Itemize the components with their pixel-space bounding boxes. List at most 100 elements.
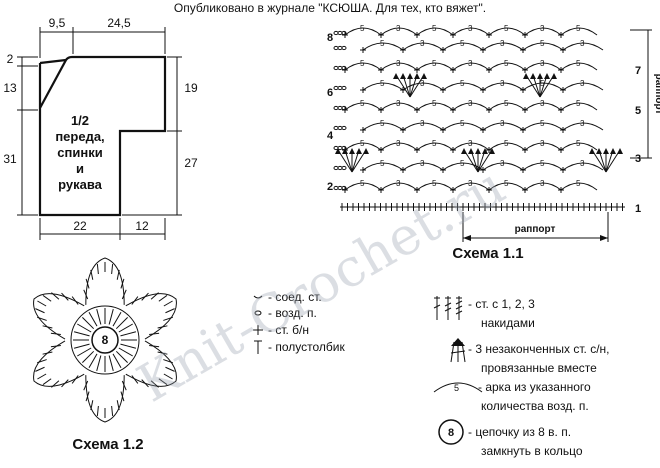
svg-text:5: 5: [460, 159, 465, 168]
svg-text:3: 3: [396, 59, 401, 68]
svg-text:3: 3: [468, 99, 473, 108]
sc-icon: [253, 325, 263, 335]
svg-text:5: 5: [576, 179, 581, 188]
row-number-3: 3: [635, 153, 641, 165]
svg-text:5: 5: [504, 24, 509, 33]
svg-text:3: 3: [468, 59, 473, 68]
arc-icon: 5: [433, 382, 483, 393]
svg-text:5: 5: [380, 159, 385, 168]
cluster-icon: [450, 338, 466, 363]
legend-arc-2: количества возд. п.: [481, 399, 589, 413]
piece-label-1: 1/2: [71, 113, 89, 128]
scheme-1-2: 8 Схема 1.2: [33, 257, 177, 453]
svg-text:5: 5: [576, 59, 581, 68]
svg-text:3: 3: [580, 79, 585, 88]
scheme-1-1-title: Схема 1.1: [452, 245, 523, 262]
watermark: Knit-Crochet.ru: [128, 156, 515, 414]
svg-text:5: 5: [576, 99, 581, 108]
row-number-2: 2: [327, 181, 333, 193]
legend-dc-1: - ст. с 1, 2, 3: [468, 297, 535, 311]
svg-text:3: 3: [468, 139, 473, 148]
svg-text:3: 3: [540, 139, 545, 148]
svg-text:3: 3: [396, 139, 401, 148]
dc-icon: [433, 296, 463, 320]
motif-center-number: 8: [102, 333, 109, 347]
legend-right: - ст. с 1, 2, 3 накидами - 3 незаконченн…: [433, 296, 610, 458]
piece-label-2: переда,: [55, 129, 104, 144]
motif-flower: [33, 257, 177, 423]
svg-text:3: 3: [540, 99, 545, 108]
svg-text:5: 5: [432, 179, 437, 188]
legend-left: - соед. ст. - возд. п. - ст. б/н - полус…: [253, 290, 345, 354]
legend-sc: - ст. б/н: [268, 323, 309, 337]
svg-text:3: 3: [540, 59, 545, 68]
svg-text:5: 5: [540, 119, 545, 128]
svg-text:3: 3: [420, 39, 425, 48]
dim-right-19: 19: [184, 81, 198, 95]
slip-stitch-icon: [253, 295, 263, 299]
svg-text:3: 3: [500, 119, 505, 128]
svg-text:3: 3: [540, 179, 545, 188]
header-published: Опубликовано в журнале "КСЮША. Для тех, …: [174, 1, 486, 15]
svg-text:3: 3: [468, 24, 473, 33]
svg-text:3: 3: [396, 24, 401, 33]
svg-text:5: 5: [360, 179, 365, 188]
ring-icon: 8: [438, 419, 464, 445]
row-number-8: 8: [327, 32, 333, 44]
svg-text:5: 5: [504, 179, 509, 188]
svg-text:5: 5: [380, 119, 385, 128]
legend-ring-1: - цепочку из 8 в. п.: [468, 425, 571, 439]
motif-center-ring: [91, 326, 119, 354]
svg-text:3: 3: [580, 39, 585, 48]
svg-text:3: 3: [396, 179, 401, 188]
svg-text:5: 5: [432, 59, 437, 68]
svg-text:3: 3: [420, 119, 425, 128]
legend-ring-2: замкнуть в кольцо: [481, 444, 583, 458]
svg-text:5: 5: [360, 139, 365, 148]
svg-text:5: 5: [454, 383, 459, 393]
svg-text:5: 5: [360, 99, 365, 108]
svg-text:5: 5: [460, 79, 465, 88]
svg-text:5: 5: [504, 59, 509, 68]
svg-text:3: 3: [540, 24, 545, 33]
dim-top-right: 24,5: [107, 16, 131, 30]
piece-label-4: и: [76, 161, 84, 176]
svg-text:3: 3: [420, 79, 425, 88]
foundation-chain: [341, 203, 623, 211]
legend-cluster-2: провязанные вместе: [481, 361, 597, 375]
dim-bottom-22: 22: [73, 219, 87, 233]
svg-text:3: 3: [580, 119, 585, 128]
row-number-1: 1: [635, 203, 641, 215]
dim-left-13: 13: [3, 81, 17, 95]
svg-text:3: 3: [500, 39, 505, 48]
dim-left-31: 31: [3, 152, 17, 166]
svg-text:8: 8: [448, 427, 454, 439]
svg-text:3: 3: [500, 79, 505, 88]
svg-text:3: 3: [420, 159, 425, 168]
rapport-vertical-label: раппорт: [653, 74, 660, 115]
legend-hdc: - полустолбик: [268, 340, 345, 354]
svg-text:3: 3: [580, 159, 585, 168]
svg-text:5: 5: [432, 24, 437, 33]
svg-text:5: 5: [576, 24, 581, 33]
legend-chain: - возд. п.: [268, 306, 317, 320]
chain-icon: [254, 310, 262, 316]
svg-text:5: 5: [432, 99, 437, 108]
legend-dc-2: накидами: [481, 316, 535, 330]
row-number-4: 4: [327, 130, 334, 142]
svg-text:3: 3: [468, 179, 473, 188]
scheme-1-2-title: Схема 1.2: [72, 436, 143, 453]
dim-top-left: 9,5: [49, 16, 66, 30]
dim-bottom-12: 12: [135, 219, 149, 233]
svg-text:5: 5: [540, 39, 545, 48]
rapport-horizontal-label: раппорт: [515, 224, 556, 235]
svg-text:5: 5: [360, 59, 365, 68]
pattern-piece: 9,5 24,5 2 13 31 19 27 22 12 1/2 переда,…: [3, 16, 198, 240]
dim-right-27: 27: [184, 156, 198, 170]
piece-label-3: спинки: [57, 145, 102, 160]
svg-text:5: 5: [380, 79, 385, 88]
legend-arc-1: - арка из указанного: [478, 380, 591, 394]
